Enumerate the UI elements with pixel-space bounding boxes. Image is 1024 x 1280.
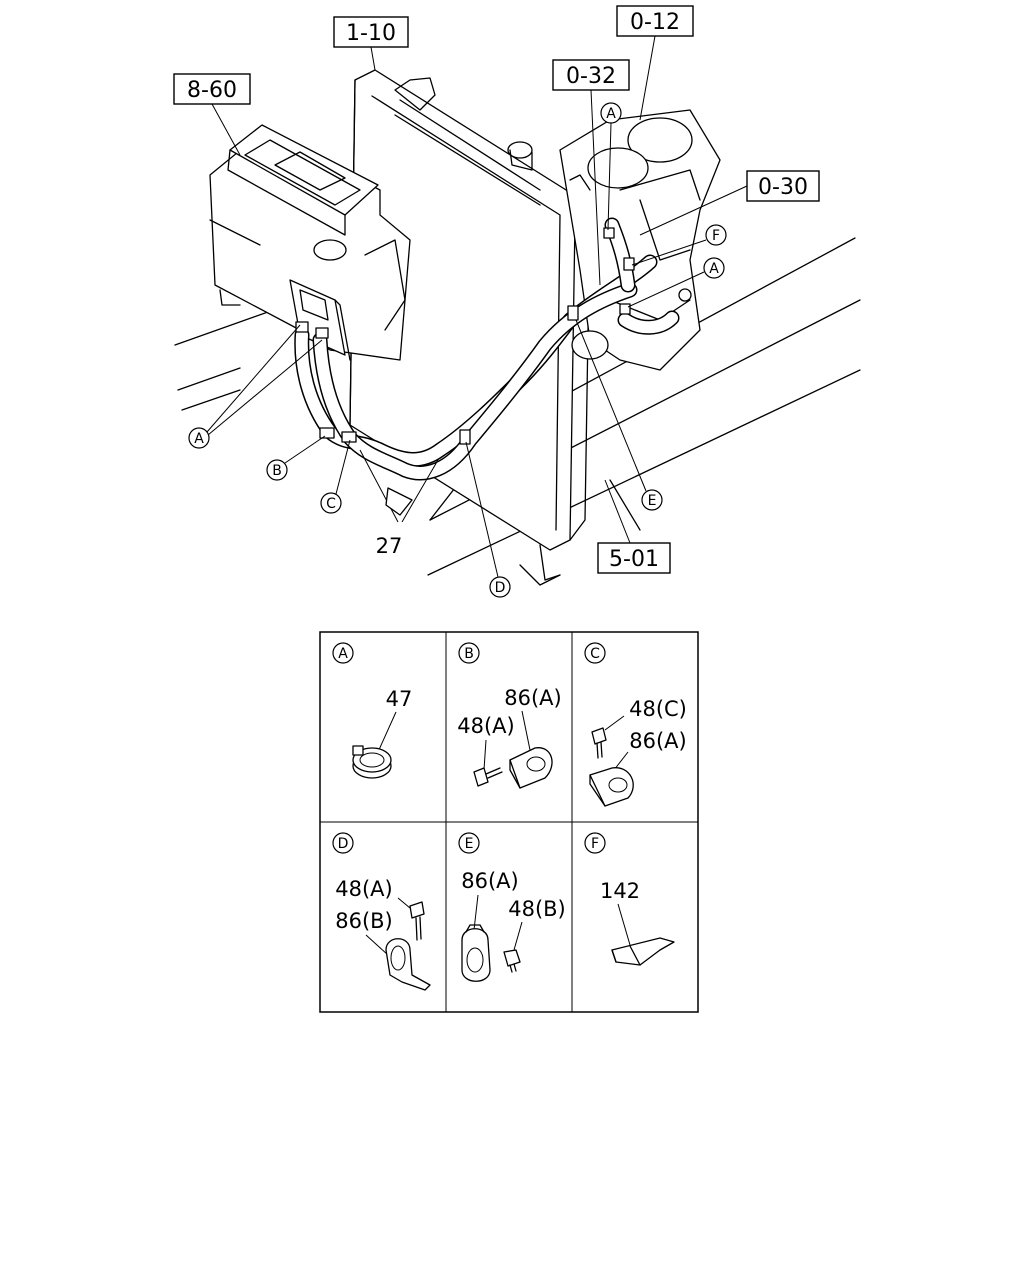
detail-a: A 47 [332, 642, 413, 779]
svg-text:A: A [606, 106, 616, 122]
svg-text:F: F [591, 836, 599, 852]
callout-d: D [465, 441, 511, 598]
svg-text:D: D [495, 580, 506, 596]
reference-box-8-60: 8-60 [173, 73, 251, 156]
callout-a-left: A [188, 324, 323, 449]
callout-e: E [575, 319, 663, 511]
svg-text:C: C [590, 646, 600, 662]
svg-text:48(B): 48(B) [508, 897, 566, 921]
callout-a-right: A [627, 257, 725, 308]
reference-box-1-10: 1-10 [333, 16, 409, 71]
svg-text:86(A): 86(A) [504, 686, 561, 710]
svg-text:47: 47 [386, 687, 413, 711]
svg-text:48(A): 48(A) [335, 877, 392, 901]
detail-d: D 48(A) 86(B) [332, 832, 431, 991]
svg-text:5-01: 5-01 [609, 547, 659, 572]
heater-hoses [294, 217, 680, 481]
svg-text:C: C [326, 496, 336, 512]
detail-grid [319, 631, 699, 1013]
svg-text:0-30: 0-30 [758, 175, 808, 200]
svg-text:8-60: 8-60 [187, 78, 237, 103]
detail-b: B 86(A) 48(A) [457, 642, 562, 789]
svg-text:0-12: 0-12 [630, 10, 680, 35]
bolt-icon [503, 949, 521, 973]
svg-text:86(B): 86(B) [335, 909, 393, 933]
detail-c: C 48(C) 86(A) [584, 642, 687, 807]
bracket-icon [611, 937, 675, 966]
svg-text:F: F [712, 228, 720, 244]
p-clip-icon [461, 924, 491, 982]
svg-text:B: B [272, 463, 282, 479]
hose-clamp-icon [352, 745, 392, 779]
detail-f: F 142 [584, 832, 675, 966]
callout-f: F [631, 224, 727, 266]
svg-text:E: E [465, 836, 474, 852]
svg-text:1-10: 1-10 [346, 21, 396, 46]
bolt-icon [409, 901, 425, 941]
p-clip-icon [509, 747, 553, 789]
svg-text:B: B [464, 646, 474, 662]
svg-text:86(A): 86(A) [629, 729, 686, 753]
detail-e: E 86(A) 48(B) [458, 832, 566, 982]
svg-text:142: 142 [600, 879, 640, 903]
p-clip-icon [589, 767, 634, 807]
reference-box-0-32: 0-32 [552, 59, 630, 286]
reference-box-0-30: 0-30 [639, 170, 820, 236]
svg-text:48(A): 48(A) [457, 714, 514, 738]
svg-text:A: A [709, 261, 719, 277]
svg-text:A: A [194, 431, 204, 447]
reference-box-5-01: 5-01 [597, 479, 671, 574]
callout-c: C [320, 439, 351, 514]
svg-text:27: 27 [376, 534, 403, 558]
bolt-icon [591, 727, 607, 759]
callout-a-top: A [600, 102, 622, 231]
callout-b: B [266, 435, 326, 481]
svg-text:D: D [338, 836, 349, 852]
bolt-icon [473, 767, 503, 787]
part-27-label: 27 [359, 449, 439, 558]
svg-text:A: A [338, 646, 348, 662]
p-clip-icon [385, 938, 431, 991]
svg-text:86(A): 86(A) [461, 869, 518, 893]
svg-text:0-32: 0-32 [566, 64, 616, 89]
svg-text:48(C): 48(C) [629, 697, 687, 721]
svg-text:E: E [648, 493, 657, 509]
reference-box-0-12: 0-12 [616, 5, 694, 121]
